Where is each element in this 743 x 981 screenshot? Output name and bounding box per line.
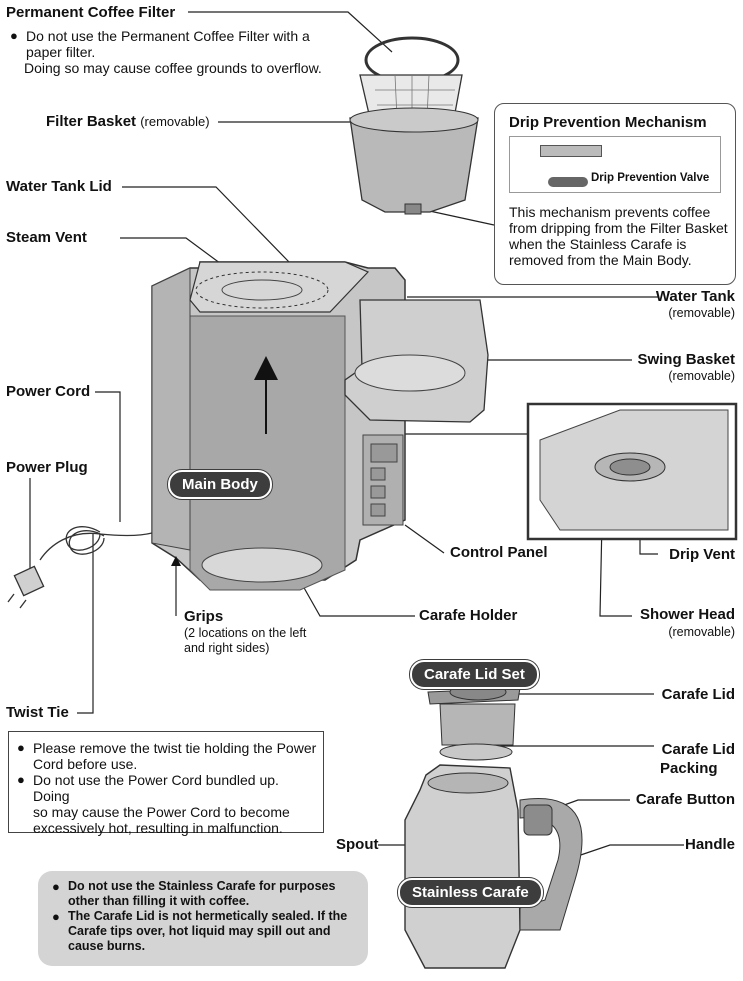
label-power-cord: Power Cord: [6, 383, 91, 400]
label-water-tank: Water Tank: [655, 288, 735, 305]
leader-power-cord: [95, 391, 121, 522]
leader-control-panel: [404, 524, 445, 554]
label-control-panel: Control Panel: [450, 544, 548, 561]
label-grips-sub-2: and right sides): [184, 641, 270, 655]
label-carafe-button: Carafe Button: [635, 791, 735, 808]
drip-valve-label: Drip Prevention Valve: [591, 172, 710, 184]
label-spout: Spout: [336, 836, 379, 853]
filter-basket-shape: [349, 107, 479, 215]
label-carafe-holder: Carafe Holder: [419, 607, 518, 624]
label-grips-sub-1: (2 locations on the left: [184, 626, 307, 640]
label-drip-vent: Drip Vent: [669, 546, 735, 563]
label-shower-head: Shower Head: [639, 606, 735, 623]
label-water-tank-sub: (removable): [668, 306, 735, 320]
leader-water-tank-lid: [122, 186, 291, 264]
twist-tie-warning-text: Please remove the twist tie holding the …: [17, 740, 317, 836]
label-grips: Grips: [184, 608, 224, 625]
label-filter-basket: Filter Basket (removable): [46, 113, 210, 130]
label-carafe-lid-packing-2: Packing: [660, 760, 718, 777]
pill-stainless-carafe: Stainless Carafe: [398, 878, 543, 907]
pill-main-body: Main Body: [168, 470, 272, 499]
label-power-plug: Power Plug: [6, 459, 88, 476]
label-permanent-filter: Permanent Coffee Filter: [6, 4, 176, 21]
twist-tie-warning-box: Please remove the twist tie holding the …: [8, 731, 324, 836]
label-carafe-lid-packing-1: Carafe Lid: [661, 741, 735, 758]
zoom-detail-frame: [526, 402, 738, 541]
label-handle: Handle: [684, 836, 735, 853]
drip-description: This mechanism prevents coffee from drip…: [509, 204, 728, 268]
carafe-lid-shape: [427, 663, 521, 761]
power-cord-shape: [7, 526, 153, 609]
leader-drip-mechanism: [424, 209, 495, 226]
carafe-warning-box: Do not use the Stainless Carafe for purp…: [38, 871, 368, 966]
label-twist-tie: Twist Tie: [6, 704, 69, 721]
label-swing-basket: Swing Basket: [637, 351, 735, 368]
label-water-tank-lid: Water Tank Lid: [6, 178, 112, 195]
label-carafe-lid: Carafe Lid: [661, 686, 735, 703]
leader-handle: [565, 844, 684, 861]
filter-warning-note: Do not use the Permanent Coffee Filter w…: [10, 28, 350, 76]
leader-permanent-filter: [188, 11, 393, 53]
leader-twist-tie: [77, 533, 94, 714]
drip-prevention-box: Drip Prevention Mechanism Drip Preventio…: [494, 103, 736, 285]
swing-basket-shape: [344, 299, 489, 423]
label-swing-basket-sub: (removable): [668, 369, 735, 383]
label-steam-vent: Steam Vent: [6, 229, 87, 246]
drip-title: Drip Prevention Mechanism: [509, 114, 707, 131]
drip-valve-illustration: [509, 136, 721, 193]
pill-carafe-lid-set: Carafe Lid Set: [410, 660, 539, 689]
carafe-warning-text: Do not use the Stainless Carafe for purp…: [52, 879, 362, 954]
stainless-carafe-shape: [404, 764, 583, 969]
label-shower-head-sub: (removable): [668, 625, 735, 639]
main-body-shape: [151, 261, 406, 591]
